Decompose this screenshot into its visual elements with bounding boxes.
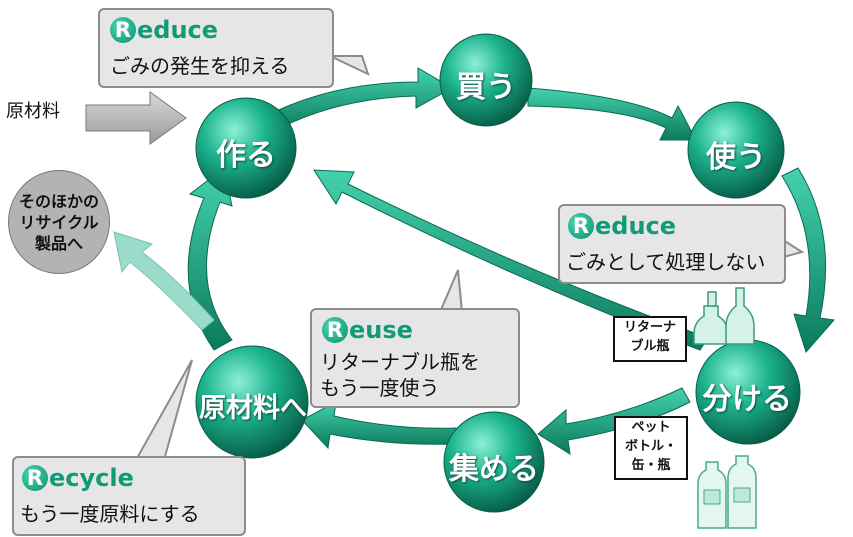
arrow-to-other-products — [113, 231, 215, 331]
arrow-use-to-sort — [781, 167, 835, 353]
other-line-1: そのほかの — [18, 191, 99, 211]
node-material: 原材料へ — [199, 393, 307, 424]
reduce1-badge: R — [110, 17, 136, 43]
node-buy: 買う — [456, 70, 516, 105]
node-use: 使う — [706, 140, 766, 175]
other-recycle-products: そのほかの リサイクル 製品へ — [8, 170, 110, 274]
reduce2-badge: R — [568, 213, 594, 239]
reduce1-callout: R educe ごみの発生を抑える — [98, 8, 334, 88]
arrow-make-to-buy — [261, 67, 454, 133]
recycle-text: もう一度原料にする — [20, 502, 200, 526]
node-sort: 分ける — [702, 382, 792, 417]
returnable-tag-line-2: ブル瓶 — [630, 339, 670, 354]
reuse-pointer — [438, 269, 464, 313]
reduce1-text: ごみの発生を抑える — [110, 54, 290, 78]
recycle-word: ecycle — [49, 464, 134, 492]
raw-material-label: 原材料 — [6, 101, 60, 122]
ball-use — [687, 101, 785, 199]
reuse-text-2: もう一度使う — [320, 376, 440, 400]
returnable-bottles-icon — [693, 287, 755, 345]
other-line-2: リサイクル — [19, 212, 99, 232]
arrow-buy-to-use — [527, 87, 697, 141]
arrow-collect-to-material — [301, 401, 457, 450]
pet-bottles-icon — [697, 455, 757, 529]
reuse-badge: R — [322, 317, 348, 343]
reduce2-word: educe — [595, 212, 677, 240]
pet-tag-line-1: ペット — [631, 420, 671, 435]
recycle-callout: R ecycle もう一度原料にする — [12, 456, 246, 536]
reuse-callout: R euse リターナブル瓶を もう一度使う — [310, 308, 520, 408]
raw-material-arrow — [85, 91, 187, 145]
returnable-tag-line-1: リターナ — [623, 320, 676, 335]
arrow-sort-to-make — [313, 169, 709, 351]
ball-collect — [443, 411, 545, 513]
ball-buy — [439, 33, 533, 127]
cycle-balls — [195, 33, 801, 513]
node-make: 作る — [216, 138, 276, 173]
reuse-text-1: リターナブル瓶を — [320, 350, 480, 374]
other-line-3: 製品へ — [34, 233, 83, 253]
reduce2-text: ごみとして処理しない — [566, 250, 766, 274]
pet-tag-line-3: 缶・瓶 — [631, 458, 671, 473]
reuse-word: euse — [349, 316, 413, 344]
recycle-pointer — [134, 359, 193, 461]
returnable-bottle-tag: リターナ ブル瓶 — [613, 316, 687, 362]
recycle-badge: R — [22, 465, 48, 491]
reduce1-word: educe — [137, 16, 219, 44]
pet-bottle-tag: ペット ボトル・ 缶・瓶 — [614, 416, 688, 480]
node-collect: 集める — [449, 452, 539, 487]
reduce1-pointer — [329, 55, 370, 76]
ball-make — [195, 97, 297, 199]
ball-material — [195, 345, 309, 459]
reduce2-callout: R educe ごみとして処理しない — [558, 204, 786, 284]
pet-tag-line-2: ボトル・ — [624, 439, 677, 454]
